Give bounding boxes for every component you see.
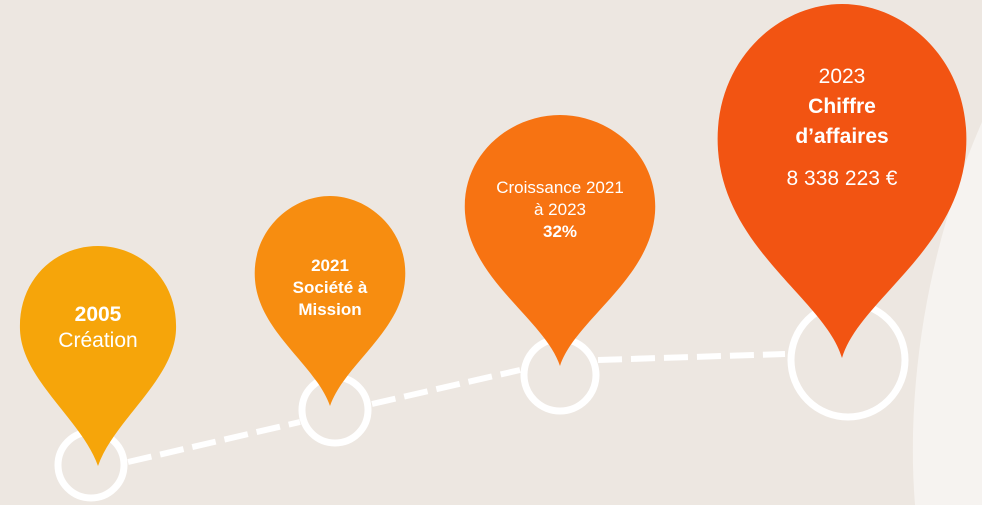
- milestone-2021-title-line1: Société à: [292, 278, 368, 297]
- milestone-2021-title-line2: Mission: [298, 300, 362, 319]
- connector-segment-1: [127, 419, 301, 465]
- milestone-2023-title-line2: d’affaires: [795, 125, 889, 148]
- pin-2021: [254, 196, 406, 406]
- milestone-2021-label: 2021 Société à Mission: [262, 255, 398, 321]
- milestone-2023-year: 2023: [818, 65, 866, 88]
- milestone-2005-year: 2005: [74, 303, 122, 326]
- connector-segment-3: [597, 351, 786, 363]
- milestone-growth-label: Croissance 2021 à 2023 32%: [463, 177, 657, 243]
- pin-growth: [464, 115, 656, 366]
- milestone-2023-value: 8 338 223 €: [786, 167, 898, 190]
- milestone-2023-label: 2023 Chiffre d’affaires 8 338 223 €: [742, 62, 942, 194]
- milestone-2005-label: 2005 Création: [28, 302, 168, 354]
- milestone-2021-year: 2021: [311, 256, 349, 275]
- connector-segment-2: [371, 367, 521, 407]
- corner-shape: [912, 122, 982, 505]
- milestone-growth-value: 32%: [542, 222, 578, 241]
- pin-2005: [19, 246, 177, 466]
- milestone-growth-title-line1: Croissance 2021: [496, 178, 624, 197]
- milestone-2023-title-line1: Chiffre: [808, 95, 876, 118]
- milestone-growth-title-line2: à 2023: [534, 200, 586, 219]
- connector-path: [127, 351, 786, 465]
- pin-2023: [717, 4, 967, 358]
- milestone-2005-title: Création: [58, 329, 138, 352]
